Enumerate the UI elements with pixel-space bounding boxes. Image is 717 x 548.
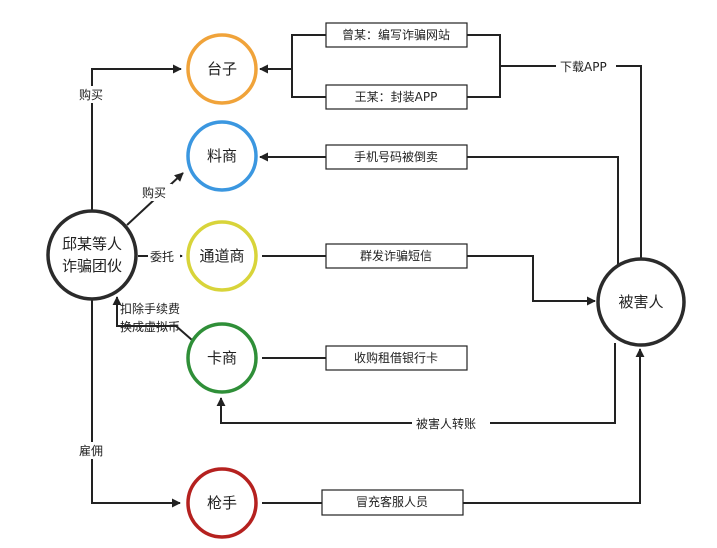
node-gang-line1: 邱某等人 [62, 235, 122, 253]
label-convert-crypto: 换成虚拟币 [120, 320, 180, 334]
node-gang-line2: 诈骗团伙 [62, 257, 122, 275]
bracket-right [467, 34, 501, 98]
node-gang: 邱某等人 诈骗团伙 [46, 209, 138, 301]
label-deduct-fee: 扣除手续费 [120, 301, 180, 316]
label-buy-liaoshang: 购买 [142, 185, 166, 200]
node-kashang-circle [186, 322, 258, 394]
node-liaoshang: 料商 [186, 120, 258, 192]
node-qiangshou-label: 枪手 [207, 494, 237, 512]
edge-gang-to-qiangshou [91, 298, 181, 508]
edge-gang-to-taizi [91, 64, 182, 213]
box-service: 冒充客服人员 [321, 489, 464, 516]
label-entrust: 委托 [150, 250, 174, 264]
edge-victim-download [500, 65, 642, 258]
node-gang-circle [46, 209, 138, 301]
node-taizi: 台子 [186, 33, 258, 105]
label-victim-transfer: 被害人转账 [416, 416, 476, 431]
box-bank-text: 收购租借银行卡 [354, 350, 438, 365]
box-bank: 收购租借银行卡 [325, 345, 468, 371]
node-tongdaoshang-circle [186, 220, 258, 292]
edge-kashang-to-gang [112, 296, 193, 341]
node-victim: 被害人 [596, 257, 686, 347]
box-sms: 群发诈骗短信 [325, 243, 468, 269]
node-qiangshou-circle [186, 467, 258, 539]
box-zeng: 曾某：编写诈骗网站 [325, 22, 468, 48]
node-qiangshou: 枪手 [186, 467, 258, 539]
node-victim-label: 被害人 [618, 293, 663, 311]
box-service-text: 冒充客服人员 [356, 494, 428, 509]
box-zeng-text: 曾某：编写诈骗网站 [342, 27, 450, 42]
box-sms-text: 群发诈骗短信 [360, 248, 432, 263]
node-tongdaoshang-label: 通道商 [199, 247, 244, 265]
node-kashang: 卡商 [186, 322, 258, 394]
node-taizi-circle [186, 33, 258, 105]
node-tongdaoshang: 通道商 [186, 220, 258, 292]
label-download-app: 下载APP [560, 60, 607, 74]
label-buy-taizi: 购买 [79, 87, 103, 102]
node-kashang-label: 卡商 [207, 349, 237, 367]
node-liaoshang-circle [186, 120, 258, 192]
label-hire: 雇佣 [79, 443, 103, 458]
node-taizi-label: 台子 [207, 60, 237, 78]
node-victim-circle [596, 257, 686, 347]
box-phone-text: 手机号码被倒卖 [354, 150, 438, 164]
node-liaoshang-label: 料商 [207, 147, 237, 165]
bracket-taizi [291, 34, 326, 98]
box-wang-text: 王某：封装APP [355, 90, 438, 104]
box-wang: 王某：封装APP [325, 84, 468, 110]
box-phone: 手机号码被倒卖 [325, 144, 468, 170]
